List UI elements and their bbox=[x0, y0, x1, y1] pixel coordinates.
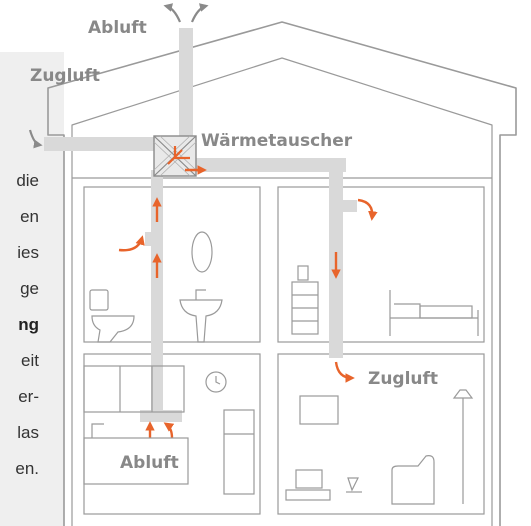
upper-cabinets bbox=[84, 366, 184, 412]
bedroom-room bbox=[278, 187, 484, 342]
label-waermetauscher: Wärmetauscher bbox=[201, 133, 352, 150]
dresser-icon bbox=[292, 266, 318, 334]
living-room-furniture bbox=[286, 390, 472, 504]
label-zugluft-left: Zugluft bbox=[30, 68, 100, 85]
toilet-icon bbox=[90, 290, 134, 342]
plant-icon bbox=[346, 478, 362, 492]
label-zugluft-right: Zugluft bbox=[368, 371, 438, 388]
ducts bbox=[44, 28, 357, 422]
kitchen-furniture bbox=[84, 366, 254, 494]
label-abluft-bottom: Abluft bbox=[120, 455, 179, 472]
bathroom-room bbox=[84, 187, 260, 342]
picture-icon bbox=[300, 396, 338, 424]
label-abluft-top: Abluft bbox=[88, 20, 147, 37]
mirror-icon bbox=[192, 232, 212, 272]
house-outline bbox=[48, 22, 516, 526]
fridge-icon bbox=[224, 410, 254, 494]
armchair-icon bbox=[392, 456, 434, 504]
floor-lamp-icon bbox=[454, 390, 472, 504]
bedroom-furniture bbox=[292, 266, 478, 336]
bed-icon bbox=[390, 290, 478, 336]
tv-stand-icon bbox=[286, 470, 330, 500]
sink-icon bbox=[180, 290, 222, 342]
